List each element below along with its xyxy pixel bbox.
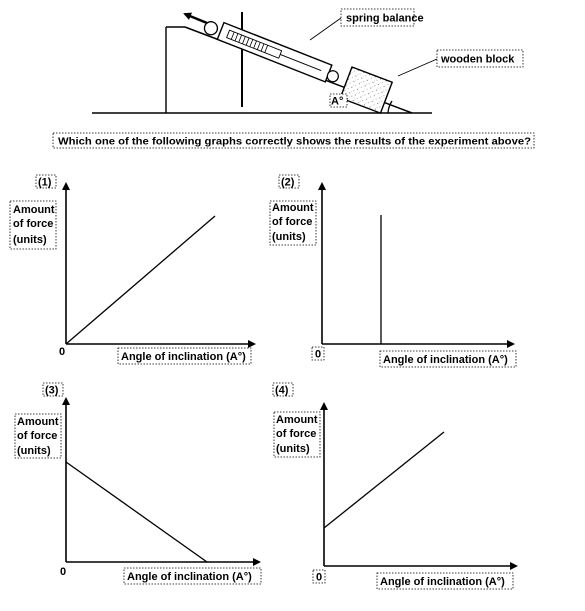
graph-line	[65, 461, 208, 563]
y-axis-label-line3: (units)	[13, 234, 47, 246]
y-axis-label-line2: of force	[272, 216, 312, 228]
graph-line	[323, 431, 445, 529]
spring-balance-label: spring balance	[346, 13, 424, 25]
y-axis-label-line2: of force	[17, 430, 57, 442]
graph-number: (1)	[38, 177, 52, 189]
origin-label: 0	[60, 566, 66, 578]
graph-4: (4) Amount of force (units) 0 Angle of i…	[272, 382, 518, 590]
y-axis-label-line1: Amount	[17, 416, 59, 428]
inclined-plane-apparatus: spring balance wooden block A°	[92, 8, 524, 115]
angle-label: A°	[331, 96, 343, 108]
balance-hook	[326, 70, 339, 83]
wooden-block-label: wooden block	[440, 54, 515, 66]
scale-ticks	[230, 31, 269, 53]
y-axis-label-line3: (units)	[276, 443, 310, 455]
y-axis-label-line2: of force	[13, 218, 53, 230]
balance-ring	[203, 21, 219, 36]
y-axis-label-line3: (units)	[272, 231, 306, 243]
wooden-block	[339, 66, 394, 115]
origin-label: 0	[316, 572, 322, 584]
y-axis-label-line1: Amount	[13, 204, 55, 216]
graph-3: (3) Amount of force (units) 0 Angle of i…	[14, 382, 262, 585]
y-axis-label-line2: of force	[276, 428, 316, 440]
x-axis-label: Angle of inclination (A°)	[127, 571, 252, 583]
y-axis-label-line3: (units)	[17, 445, 51, 457]
graph-number: (2)	[281, 177, 295, 189]
origin-label: 0	[59, 346, 65, 358]
y-axis-label-line1: Amount	[272, 202, 314, 214]
x-axis-label: Angle of inclination (A°)	[380, 576, 505, 588]
spring-balance	[203, 21, 339, 83]
pull-arrow	[183, 12, 208, 25]
y-axis-label-line1: Amount	[276, 414, 318, 426]
x-axis-label: Angle of inclination (A°)	[121, 351, 246, 363]
graph-number: (4)	[275, 385, 289, 397]
graph-line	[65, 215, 216, 345]
origin-label: 0	[315, 349, 321, 361]
question-text: Which one of the following graphs correc…	[58, 136, 531, 148]
angle-arc	[387, 100, 393, 114]
graph-2: (2) Amount of force (units) 0 Angle of i…	[269, 174, 517, 368]
x-axis-label: Angle of inclination (A°)	[383, 354, 508, 366]
graph-number: (3)	[45, 385, 59, 397]
graph-1: (1) Amount of force (units) 0 Angle of i…	[9, 174, 256, 365]
